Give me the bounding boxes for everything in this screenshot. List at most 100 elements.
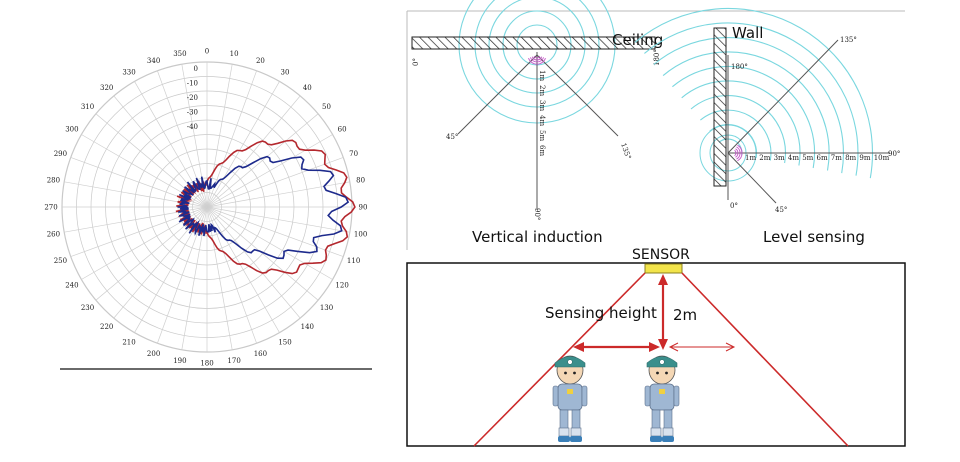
polar-radial-label: -20 xyxy=(187,94,198,102)
vertical-sensor-arc xyxy=(533,55,541,59)
polar-angle-label: 80 xyxy=(356,176,365,184)
vertical-distance-label: 2m xyxy=(538,85,546,96)
sensing-height-label: Sensing height xyxy=(545,304,657,322)
polar-angle-label: 0 xyxy=(205,48,209,56)
vertical-angle-180: 180° xyxy=(653,49,661,66)
polar-angle-label: 180 xyxy=(200,360,213,368)
polar-angle-label: 140 xyxy=(301,323,314,331)
polar-spoke xyxy=(206,113,319,208)
polar-angle-label: 300 xyxy=(65,126,78,134)
level-sensor-arc xyxy=(735,148,739,158)
level-distance-label: 2m xyxy=(759,154,770,162)
polar-angle-label: 130 xyxy=(320,304,333,312)
vertical-angle-90: 90° xyxy=(533,208,541,220)
level-135-line xyxy=(727,39,839,154)
level-angle-180: 180° xyxy=(731,63,748,71)
vertical-angle-135: 135° xyxy=(619,142,632,161)
pattern-trace-blue xyxy=(177,155,350,260)
level-caption: Level sensing xyxy=(763,228,865,246)
level-wave-arc xyxy=(644,22,859,176)
polar-grid xyxy=(61,61,353,353)
polar-angle-label: 250 xyxy=(54,257,67,265)
polar-angle-label: 170 xyxy=(227,357,240,365)
polar-angle-label: 330 xyxy=(122,68,135,76)
level-45-line xyxy=(727,152,777,204)
polar-angle-label: 40 xyxy=(303,84,312,92)
polar-spoke xyxy=(206,134,333,208)
vertical-induction-diagram: Ceiling 0° 180° 45° 135° 90° 1m2m3m4m5m6… xyxy=(406,0,905,250)
polar-angle-label: 240 xyxy=(65,282,78,290)
sensor-label: SENSOR xyxy=(632,247,690,263)
vertical-distance-label: 5m xyxy=(538,130,546,141)
level-distance-label: 7m xyxy=(831,154,842,162)
polar-angle-label: 90 xyxy=(359,204,368,212)
polar-angle-label: 260 xyxy=(47,231,60,239)
polar-angle-label: 120 xyxy=(335,282,348,290)
vertical-angle-0: 0° xyxy=(412,58,420,66)
polar-spoke xyxy=(206,206,319,301)
polar-angle-label: 200 xyxy=(147,350,160,358)
level-wave-arc xyxy=(653,37,844,174)
level-sensor-arcs xyxy=(734,144,743,162)
level-distance-label: 8m xyxy=(845,154,856,162)
polar-spoke xyxy=(206,206,280,333)
person-figure-left xyxy=(552,355,588,442)
polar-angle-label: 290 xyxy=(54,150,67,158)
vertical-angle-45: 45° xyxy=(446,133,458,141)
polar-angle-label: 100 xyxy=(354,231,367,239)
level-wave-arc xyxy=(681,80,801,166)
level-distance-label: 3m xyxy=(774,154,785,162)
vertical-sensor-arc xyxy=(528,57,546,65)
polar-angle-label: 280 xyxy=(47,176,60,184)
vertical-sensor-arc xyxy=(529,57,545,63)
range-arrow-right-head-a xyxy=(668,342,679,352)
vertical-sensor-arc xyxy=(531,56,543,61)
polar-angle-label: 110 xyxy=(347,257,360,265)
polar-spoke xyxy=(206,95,301,208)
polar-angle-label: 220 xyxy=(100,323,113,331)
polar-angle-label: 160 xyxy=(254,350,267,358)
level-distance-label: 5m xyxy=(802,154,813,162)
polar-angle-label: 270 xyxy=(44,204,57,212)
level-distance-label: 6m xyxy=(817,154,828,162)
wall-label: Wall xyxy=(732,24,763,42)
level-wave-arc xyxy=(672,65,816,169)
polar-radial-label: -30 xyxy=(187,109,198,117)
polar-spoke xyxy=(206,206,301,319)
level-distance-label: 4m xyxy=(788,154,799,162)
sensor-body xyxy=(644,263,683,274)
polar-angle-label: 30 xyxy=(281,68,290,76)
range-arrow-right-head-b xyxy=(725,342,736,352)
polar-radial-labels: 0-10-20-30-40 xyxy=(187,65,198,131)
polar-radial-label: -40 xyxy=(187,123,198,131)
level-distance-label: 1m xyxy=(745,154,756,162)
vertical-distance-label: 6m xyxy=(538,145,546,156)
level-sensor-arc xyxy=(737,144,743,162)
level-distance-label: 9m xyxy=(859,154,870,162)
polar-spoke xyxy=(206,181,350,208)
level-wave-arc xyxy=(634,7,873,179)
polar-angle-label: 150 xyxy=(278,339,291,347)
level-angle-135: 135° xyxy=(840,36,857,44)
vertical-45-line xyxy=(457,54,538,135)
person-figure-right xyxy=(644,355,680,442)
beam-right xyxy=(681,272,849,447)
vertical-distance-label: 1m xyxy=(538,70,546,81)
level-angle-90: 90° xyxy=(888,150,900,158)
level-sensor-arc xyxy=(734,150,737,156)
level-distance-label: 10m xyxy=(874,154,890,162)
height-value-label: 2m xyxy=(673,306,697,324)
polar-radial-label: -10 xyxy=(187,80,198,88)
polar-angle-label: 350 xyxy=(173,50,186,58)
polar-angle-label: 210 xyxy=(122,339,135,347)
range-arrow-left-head-a xyxy=(573,342,584,352)
wall-hatch xyxy=(713,27,727,187)
installation-diagram: SENSOR Sensing height 2m xyxy=(406,247,906,447)
vertical-caption: Vertical induction xyxy=(472,228,603,246)
polar-spoke xyxy=(206,81,280,208)
